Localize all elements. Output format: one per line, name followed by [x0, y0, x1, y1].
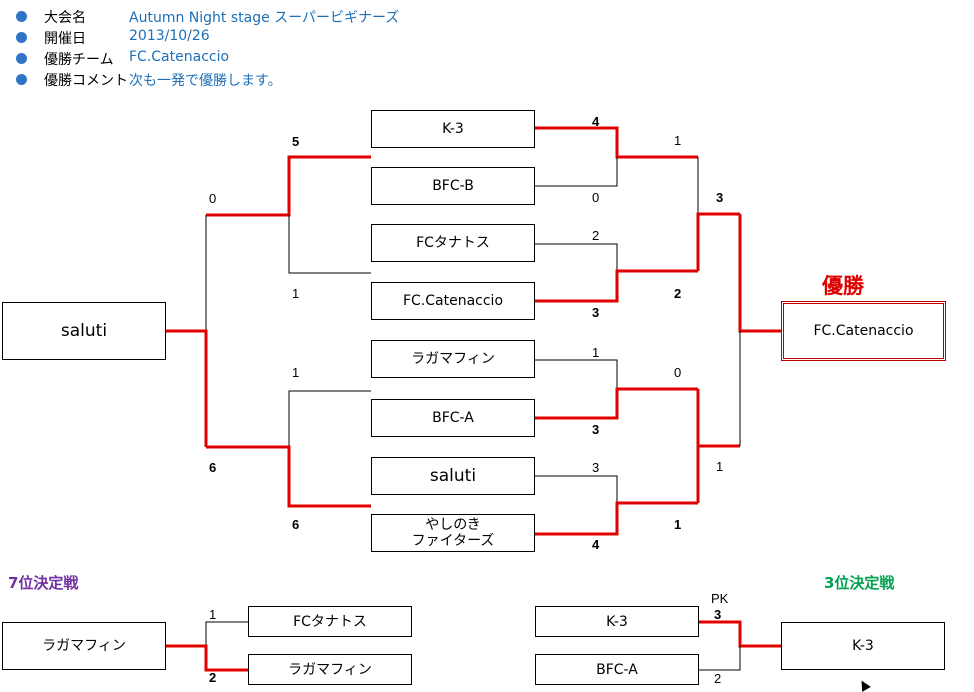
score: 1 [674, 517, 682, 532]
team-box-bfc-a: BFC-A [371, 399, 535, 437]
bracket-line [166, 644, 248, 672]
score: 4 [592, 114, 600, 129]
winning-team: FC.Catenaccio [129, 49, 230, 65]
third-place-team-box: BFC-A [535, 654, 699, 685]
seed-team-box: saluti [2, 302, 166, 360]
bracket-line [738, 214, 781, 333]
score: 3 [716, 190, 724, 205]
score: 3 [592, 422, 600, 437]
info-row-name: 大会名 Autumn Night stage スーパービギナーズ [14, 6, 454, 27]
info-row-winner: 優勝チーム FC.Catenaccio [14, 48, 454, 69]
tournament-name: Autumn Night stage スーパービギナーズ [129, 10, 400, 26]
info-label: 大会名 [44, 10, 86, 26]
info-label: 優勝コメント [44, 73, 128, 89]
bullet-icon [16, 11, 27, 22]
bracket-line [535, 475, 618, 503]
winner-comment: 次も一発で優勝します。 [129, 73, 282, 89]
score: 0 [674, 365, 682, 380]
seventh-place-team-box: FCタナトス [248, 606, 412, 637]
score: 2 [714, 671, 722, 686]
champion-label: 優勝 [822, 274, 864, 298]
score: 5 [292, 134, 300, 149]
bracket-line [535, 243, 618, 271]
team-box-k3: K-3 [371, 110, 535, 148]
score: 1 [209, 607, 217, 622]
score: 6 [209, 460, 217, 475]
score: 1 [292, 365, 300, 380]
team-box-bfc-b: BFC-B [371, 167, 535, 205]
team-box-saluti: saluti [371, 457, 535, 495]
seventh-place-team-box: ラガマフィン [248, 654, 412, 685]
bracket-line [535, 501, 698, 536]
bracket-line [206, 155, 371, 217]
score: 2 [209, 670, 217, 685]
team-box-ragamuffin: ラガマフィン [371, 340, 535, 378]
info-label: 開催日 [44, 31, 86, 47]
team-box-fc-thanatos: FCタナトス [371, 224, 535, 262]
score: 3 [714, 607, 722, 622]
bracket-line [288, 215, 371, 274]
score: 4 [592, 537, 600, 552]
bullet-icon [16, 74, 27, 85]
bullet-icon [16, 32, 27, 43]
bracket-line [166, 329, 208, 447]
tournament-info: 大会名 Autumn Night stage スーパービギナーズ 開催日 201… [14, 6, 454, 90]
score: 1 [292, 286, 300, 301]
bracket-line [699, 620, 781, 648]
bracket-line [205, 621, 248, 646]
score: 0 [592, 190, 600, 205]
bracket-line [288, 390, 371, 447]
bracket-line [206, 445, 371, 508]
score: 1 [674, 133, 682, 148]
bracket-line [535, 359, 618, 389]
tournament-date: 2013/10/26 [129, 28, 210, 44]
bullet-icon [16, 53, 27, 64]
pk-label: PK [711, 591, 729, 606]
bracket-line [535, 269, 698, 303]
score: 2 [674, 286, 682, 301]
score: 3 [592, 460, 600, 475]
info-row-date: 開催日 2013/10/26 [14, 27, 454, 48]
third-place-team-box: K-3 [535, 606, 699, 637]
team-box-yashinoki-fighters: やしのき ファイターズ [371, 514, 535, 552]
score: 6 [292, 517, 300, 532]
bracket-line [699, 646, 741, 671]
score: 1 [716, 459, 724, 474]
team-box-fc-catenaccio: FC.Catenaccio [371, 282, 535, 320]
third-place-title: 3位決定戦 [824, 574, 895, 592]
bracket-line [535, 157, 618, 187]
champion-box: FC.Catenaccio [781, 301, 946, 361]
score: 2 [592, 228, 600, 243]
score: 1 [592, 345, 600, 360]
score: 3 [592, 305, 600, 320]
bracket-line [535, 126, 698, 159]
info-label: 優勝チーム [44, 52, 114, 68]
bracket-line [535, 387, 698, 420]
bracket-line [696, 212, 740, 271]
third-place-winner-box: K-3 [781, 622, 945, 670]
score: 0 [209, 191, 217, 206]
info-row-comment: 優勝コメント 次も一発で優勝します。 [14, 69, 454, 90]
seventh-place-winner-box: ラガマフィン [2, 622, 166, 670]
seventh-place-title: 7位決定戦 [8, 574, 79, 592]
